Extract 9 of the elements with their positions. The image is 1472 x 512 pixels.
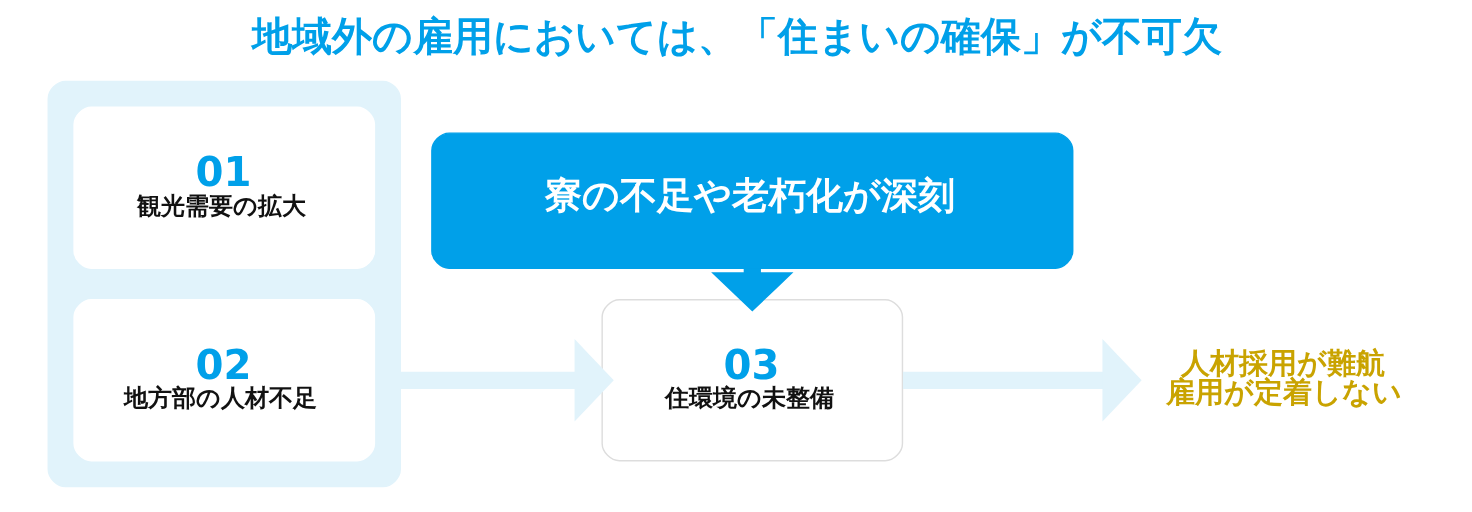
arrow	[399, 339, 614, 422]
node-box: 03 住環境の未整備	[600, 299, 903, 462]
node-text: 人材採用が難航 雇用が定着しない	[1165, 346, 1402, 409]
node-box: 寮の不足や老朽化が深刻	[430, 132, 1073, 269]
diagram-title: 地域外の雇用においては、「住まいの確保」が不可欠	[251, 13, 1222, 60]
node-box: 02 地方部の人材不足	[72, 299, 375, 462]
arrow	[902, 339, 1142, 422]
cluster	[47, 80, 401, 488]
node-box: 01 観光需要の拡大	[72, 106, 375, 269]
